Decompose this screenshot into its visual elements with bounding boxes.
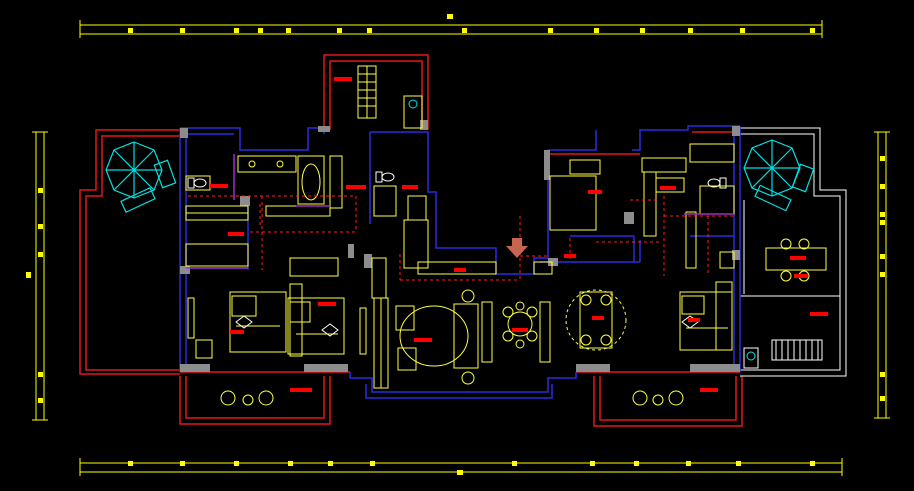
wall-pillars — [180, 120, 740, 372]
toilet-icon — [187, 171, 727, 189]
left-bathroom — [185, 155, 343, 267]
room-label-tags — [210, 77, 828, 392]
balcony-chairs — [220, 390, 684, 406]
magenta-lines — [186, 154, 734, 269]
dining-table-icon — [502, 289, 627, 351]
walls — [179, 125, 741, 399]
dimension-ticks — [26, 14, 885, 475]
right-balcony-outline — [740, 127, 847, 377]
bed-icon — [235, 315, 699, 337]
entry-arrow-icon — [506, 238, 528, 258]
stair-icon — [743, 339, 823, 369]
stairs — [357, 65, 377, 119]
exterior-balcony-outlines — [79, 54, 743, 427]
appliance-icons — [408, 99, 756, 361]
middle-bathroom — [373, 95, 601, 275]
living-room — [359, 257, 551, 389]
parasol-icon — [105, 139, 815, 213]
bedroom-left — [187, 257, 345, 359]
red-dashed-lines — [188, 195, 734, 281]
bedroom-right — [679, 281, 733, 351]
right-kitchen-bath — [641, 143, 735, 269]
